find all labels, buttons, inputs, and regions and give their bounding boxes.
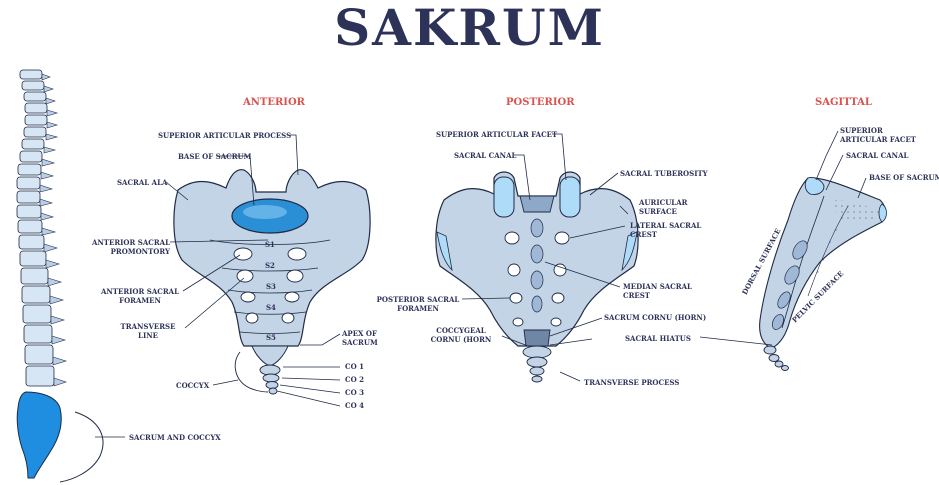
label-s4: S4 [266, 303, 276, 312]
label-co4: CO 4 [345, 401, 364, 410]
label-sagittal-base-of-sacrum: BASE OF SACRUM [869, 173, 939, 182]
label-posterior-sacral-foramen: POSTERIOR SACRAL FORAMEN [373, 295, 463, 313]
label-s3: S3 [266, 282, 276, 291]
left-articular-facet [494, 177, 514, 217]
label-co3: CO 3 [345, 388, 364, 397]
posterior-sacrum [436, 172, 638, 382]
right-articular-facet [560, 177, 580, 217]
label-s1: S1 [265, 240, 275, 249]
label-sacral-hiatus: SACRAL HIATUS [625, 334, 691, 343]
label-s2: S2 [265, 261, 275, 270]
label-co1: CO 1 [345, 362, 364, 371]
label-anterior-sacral-foramen: ANTERIOR SACRAL FORAMEN [95, 287, 185, 305]
label-median-sacral-crest: MEDIAN SACRAL CREST [623, 282, 692, 300]
coccyx-segments [260, 365, 280, 394]
label-superior-articular-process: SUPERIOR ARTICULAR PROCESS [158, 131, 291, 140]
label-auricular-surface: AURICULAR SURFACE [639, 198, 687, 216]
label-transverse-line: TRANSVERSE LINE [118, 322, 178, 340]
spine-figure [17, 70, 125, 482]
label-co2: CO 2 [345, 375, 364, 384]
label-sacral-tuberosity: SACRAL TUBEROSITY [620, 169, 708, 178]
label-coccyx: COCCYX [176, 381, 209, 390]
sagittal-coccyx [764, 346, 789, 371]
label-sagittal-superior-articular-facet: SUPERIOR ARTICULAR FACET [840, 126, 916, 144]
label-coccygeal-cornu: COCCYGEAL CORNU (HORN [416, 326, 506, 344]
label-s5: S5 [266, 333, 276, 342]
label-apex-of-sacrum: APEX OF SACRUM [342, 329, 378, 347]
label-sacral-canal: SACRAL CANAL [454, 151, 516, 160]
label-lateral-sacral-crest: LATERAL SACRAL CREST [630, 221, 701, 239]
label-superior-articular-facet: SUPERIOR ARTICULAR FACET [436, 130, 557, 139]
posterior-coccyx [523, 346, 551, 382]
vertebrae [17, 70, 54, 386]
sacrum-coccyx-highlight [17, 392, 61, 478]
label-sacrum-cornu: SACRUM CORNU (HORN) [604, 313, 706, 322]
sagittal-sacrum [760, 177, 887, 370]
bracket-sacrum-coccyx [60, 412, 103, 482]
label-anterior-sacral-promontory: ANTERIOR SACRAL PROMONTORY [62, 238, 170, 256]
label-base-of-sacrum: BASE OF SACRUM [178, 152, 251, 161]
label-sacrum-and-coccyx: SACRUM AND COCCYX [129, 433, 221, 442]
label-sacral-ala: SACRAL ALA [117, 178, 167, 187]
label-sagittal-sacral-canal: SACRAL CANAL [846, 151, 908, 160]
label-transverse-process: TRANSVERSE PROCESS [584, 378, 679, 387]
